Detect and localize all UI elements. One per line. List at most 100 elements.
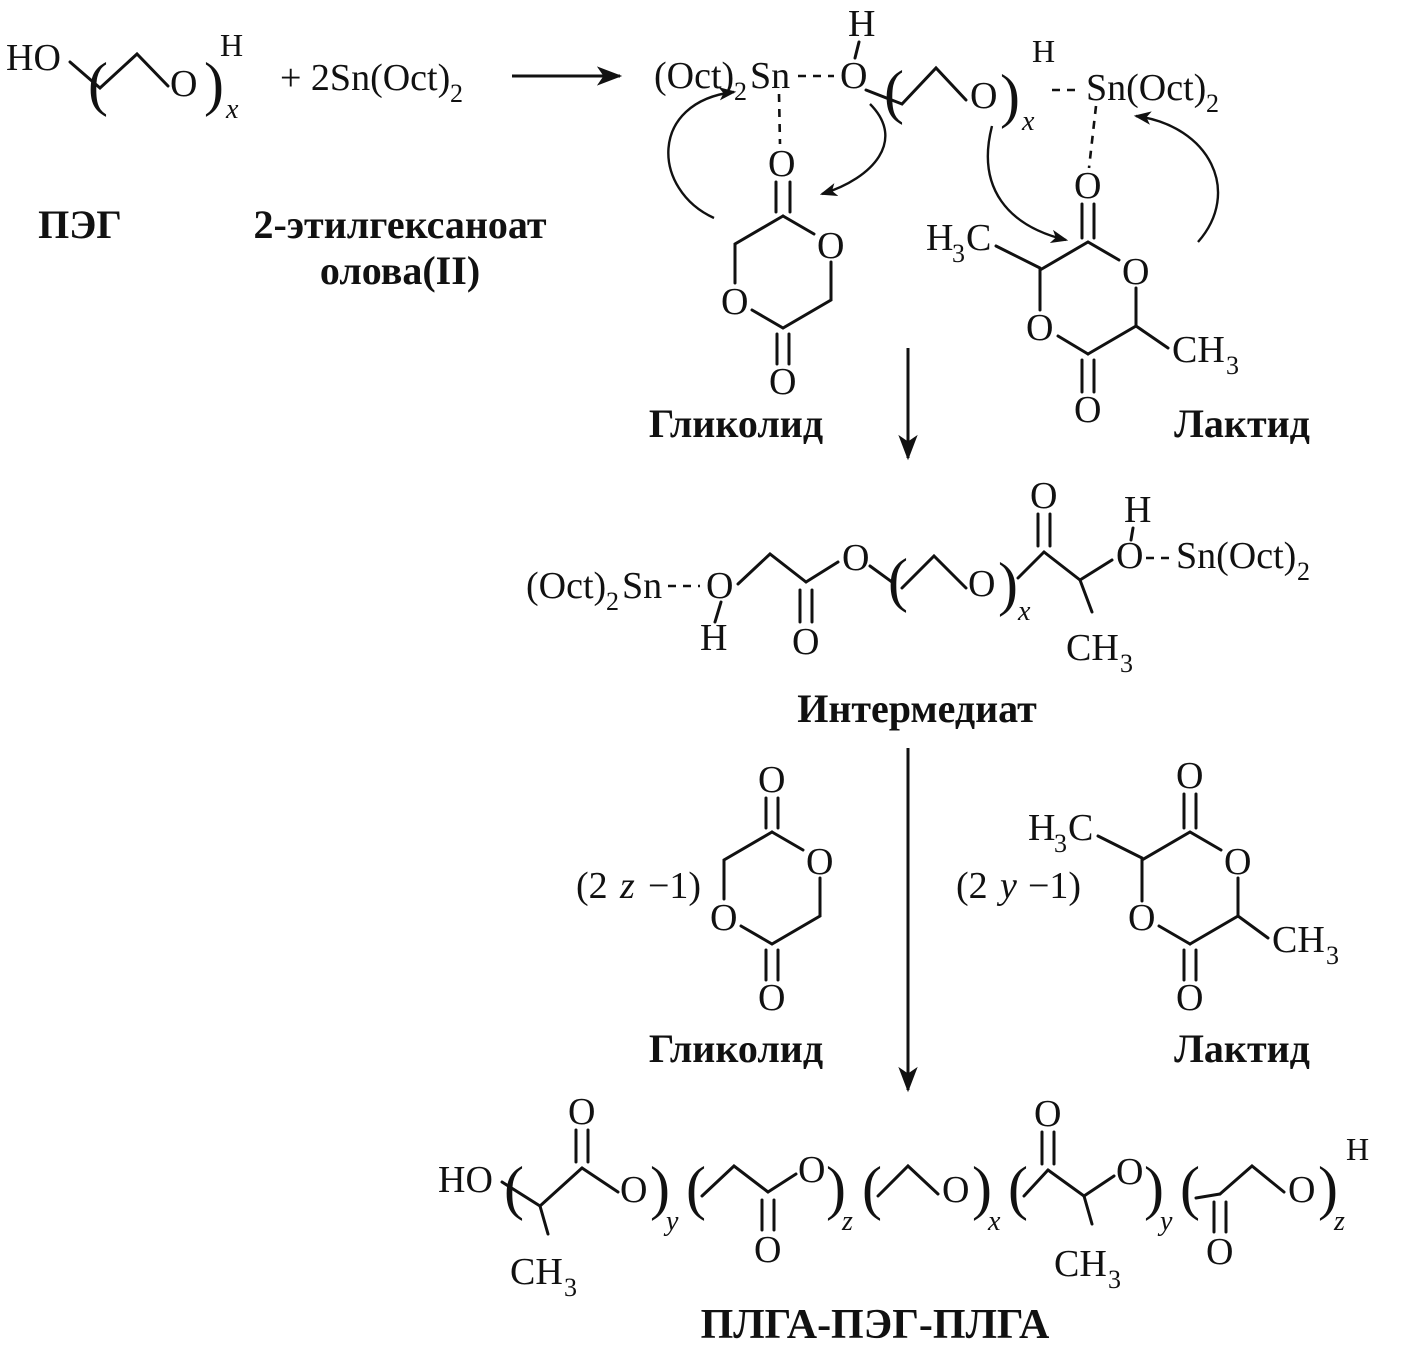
chain-bond: [1042, 550, 1082, 582]
atom-h3c-c: C: [966, 217, 991, 259]
ring-bond: [1157, 924, 1192, 946]
product-structure: HO ( CH 3 O O ) y ( O O ) z ( O ) x ( O …: [438, 1091, 1369, 1302]
subscript-3: 3: [1108, 1265, 1121, 1294]
atom-ch3: CH: [1066, 627, 1119, 669]
ring-bond: [1140, 830, 1223, 862]
chain-bond: [1016, 550, 1046, 580]
double-bond: [1040, 1130, 1056, 1166]
subscript-3: 3: [952, 239, 965, 268]
paren-close: ): [998, 551, 1018, 617]
mechanism-arrows: [667, 87, 1220, 244]
subscript-2: 2: [450, 79, 463, 108]
atom-o: O: [1116, 535, 1143, 577]
chain-bond: [538, 1166, 584, 1208]
atom-ho: HO: [6, 37, 61, 79]
atom-o-carbonyl: O: [1206, 1231, 1233, 1273]
bond-o-h: [853, 40, 861, 60]
atom-o-carbonyl: O: [1176, 977, 1203, 1019]
label-intermediate: Интермедиат: [797, 686, 1037, 731]
atom-sn: Sn: [622, 565, 662, 607]
paren-open: (: [862, 1155, 882, 1221]
subscript-2: 2: [606, 587, 619, 616]
lactide-coefficient: (2 y −1): [956, 865, 1081, 907]
atom-ch3: CH: [1272, 919, 1325, 961]
chain-bond: [500, 1180, 542, 1208]
atom-o-ring: O: [721, 281, 748, 323]
label-glycolide-2: Гликолид: [649, 1026, 823, 1071]
ring-bond: [1056, 334, 1090, 356]
double-bond: [1080, 358, 1096, 394]
label-lactide-2: Лактид: [1174, 1026, 1310, 1071]
label-product: ПЛГА-ПЭГ-ПЛГА: [701, 1302, 1050, 1348]
double-bond: [1182, 792, 1198, 830]
curved-arrow: [819, 103, 887, 197]
glycolide-coefficient: (2 z −1): [576, 865, 701, 907]
subscript-x: x: [987, 1206, 1001, 1237]
peg-chain-bond: [900, 553, 968, 590]
coefficient-var-y: y: [996, 865, 1017, 907]
subscript-3: 3: [1120, 649, 1133, 678]
subscript-3: 3: [1054, 829, 1067, 858]
double-bond: [764, 948, 780, 982]
atom-o-ring: O: [1122, 251, 1149, 293]
peg-chain-bond: [876, 1163, 940, 1198]
atom-h: H: [700, 617, 727, 659]
double-bond: [574, 1128, 590, 1164]
endgroup-h: H: [1346, 1131, 1369, 1167]
glycolide-ring-1: O O O O: [721, 143, 844, 403]
atom-o-ring: O: [1128, 897, 1155, 939]
paren-close: ): [972, 1155, 992, 1221]
chain-bond: [766, 1172, 798, 1194]
endgroup-h: H: [220, 27, 243, 63]
atom-o-carbonyl: O: [1074, 389, 1101, 431]
atom-o-carbonyl: O: [1176, 755, 1203, 797]
peg-chain-bond: [68, 51, 170, 91]
double-bond: [798, 588, 814, 624]
atom-o: O: [970, 75, 997, 117]
bond-methyl: [1082, 1194, 1094, 1226]
dashed-bond-sn-carbonyl: [777, 93, 782, 145]
chain-bond: [736, 552, 808, 586]
atom-ch3: CH: [1172, 329, 1225, 371]
ring-bond: [1086, 286, 1138, 356]
peg-chain-bond: [864, 65, 968, 106]
atom-h3c-c: C: [1068, 807, 1093, 849]
bond-o-h: [713, 600, 723, 624]
coefficient-var-z: z: [619, 865, 635, 907]
atom-h3c-h: H: [926, 217, 953, 259]
atom-o-ester: O: [842, 537, 869, 579]
paren-close: ): [1318, 1155, 1338, 1221]
lactide-ring-1: H 3 C O O CH 3 O O: [926, 165, 1239, 431]
label-peg: ПЭГ: [38, 202, 122, 247]
atom-ch3: CH: [510, 1251, 563, 1293]
atom-sn: Sn: [750, 55, 790, 97]
chain-bond: [1078, 558, 1114, 582]
bond-methyl: [1134, 324, 1170, 350]
ring-bond: [1188, 876, 1240, 946]
double-bond: [1036, 512, 1052, 548]
chain-bond: [1082, 1174, 1116, 1198]
atom-o-carbonyl: O: [1030, 475, 1057, 517]
subscript-x: x: [225, 94, 239, 125]
intermediate-structure: (Oct) 2 Sn O H O O ( O ) x O CH 3 O H Sn…: [526, 475, 1310, 678]
subscript-3: 3: [564, 1273, 577, 1302]
ring-bond: [739, 876, 822, 946]
atom-o-ring: O: [1224, 841, 1251, 883]
atom-h: H: [848, 3, 875, 45]
atom-o-carbonyl: O: [792, 621, 819, 663]
subscript-x: x: [1017, 596, 1031, 627]
bond-methyl: [1096, 834, 1144, 860]
paren-close: ): [204, 51, 224, 117]
atom-o-carbonyl: O: [1034, 1093, 1061, 1135]
atom-o: O: [942, 1169, 969, 1211]
coefficient-close: −1): [1028, 865, 1081, 907]
atom-o: O: [706, 565, 733, 607]
chain-bond: [1046, 1168, 1086, 1198]
group-oct: (Oct): [654, 55, 734, 97]
double-bond: [764, 796, 780, 830]
atom-o-ring: O: [817, 225, 844, 267]
glycolide-ring-2: O O O O: [710, 759, 833, 1019]
paren-close: ): [1000, 63, 1020, 129]
atom-o-ring: O: [806, 841, 833, 883]
bond-methyl: [538, 1204, 550, 1236]
